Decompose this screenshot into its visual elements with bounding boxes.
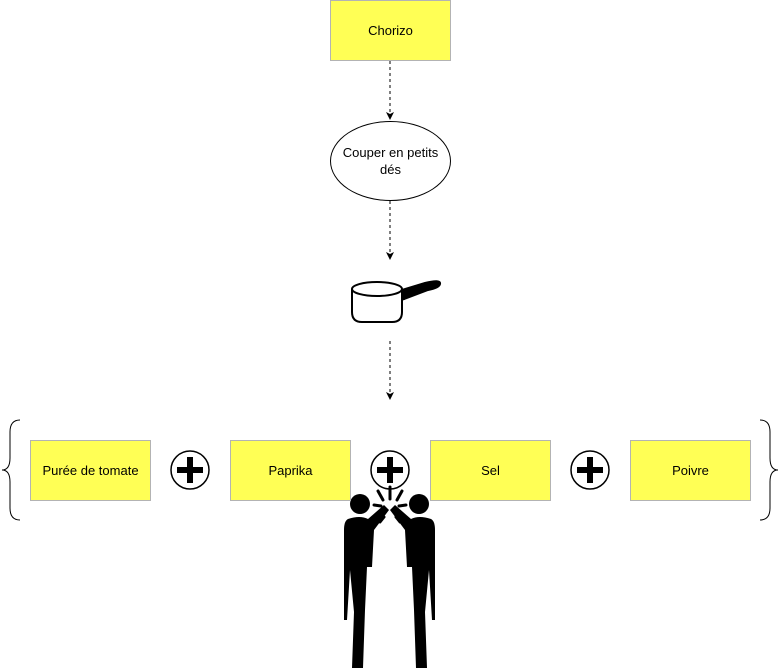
plus-circle-icon [370, 450, 410, 490]
saucepan-icon [351, 280, 442, 323]
plus-circle-icon [570, 450, 610, 490]
ingredient-box-salt: Sel [430, 440, 551, 501]
cut-step-label: Couper en petits dés [342, 145, 439, 177]
cut-step-ellipse: Couper en petits dés [330, 121, 451, 201]
right-brace [759, 419, 779, 521]
chorizo-box: Chorizo [330, 0, 451, 61]
ingredient-box-tomato: Purée de tomate [30, 440, 151, 501]
ingredient-box-paprika: Paprika [230, 440, 351, 501]
ingredient-label: Purée de tomate [42, 463, 139, 478]
ingredient-box-pepper: Poivre [630, 440, 751, 501]
plus-circle-icon [170, 450, 210, 490]
ingredient-label: Poivre [672, 463, 709, 478]
left-brace [1, 419, 21, 521]
ingredient-label: Paprika [268, 463, 313, 478]
chorizo-label: Chorizo [368, 23, 413, 38]
ingredient-label: Sel [481, 463, 500, 478]
high-five-icon [344, 485, 435, 668]
